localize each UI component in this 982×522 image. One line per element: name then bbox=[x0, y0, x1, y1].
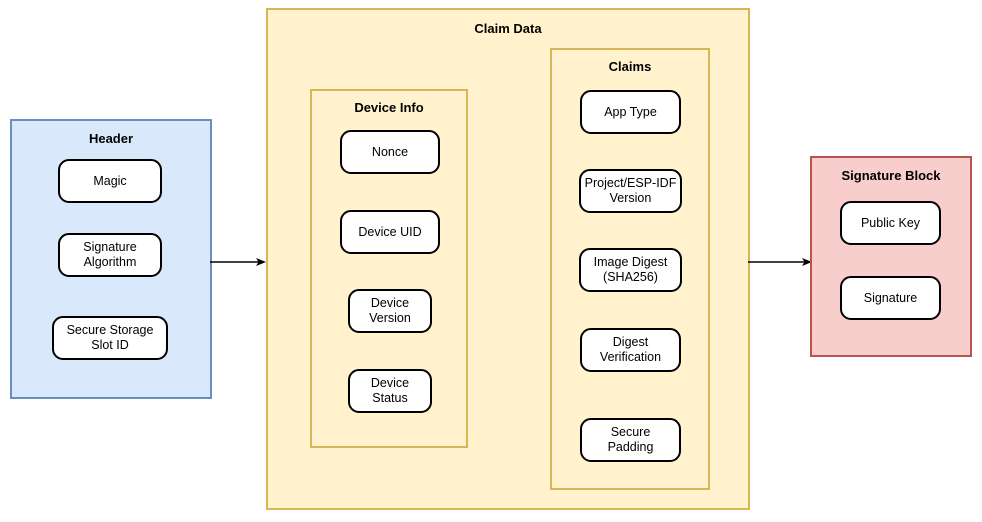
arrow-claim-data-to-signature-block bbox=[748, 258, 812, 266]
arrow-header-to-claim-data bbox=[210, 258, 266, 266]
signature-block-container-title: Signature Block bbox=[841, 168, 941, 183]
node-nonce[interactable]: Nonce bbox=[340, 130, 440, 174]
device-info-group-title: Device Info bbox=[354, 100, 424, 115]
node-magic-label: Magic bbox=[93, 173, 127, 188]
node-image-digest-sha256-label: Image Digest(SHA256) bbox=[593, 255, 668, 284]
node-magic[interactable]: Magic bbox=[58, 159, 162, 203]
claim-data-container-title: Claim Data bbox=[474, 21, 542, 36]
node-app-type-label: App Type bbox=[604, 104, 657, 119]
claims-group-title: Claims bbox=[608, 59, 652, 74]
header-container-title: Header bbox=[88, 131, 134, 146]
node-app-type[interactable]: App Type bbox=[580, 90, 681, 134]
node-nonce-label: Nonce bbox=[371, 144, 409, 159]
node-device-uid-label: Device UID bbox=[358, 224, 422, 239]
node-signature-label: Signature bbox=[863, 290, 918, 305]
signature-block-container[interactable]: Signature Block bbox=[810, 156, 972, 357]
node-image-digest-sha256[interactable]: Image Digest(SHA256) bbox=[579, 248, 682, 292]
node-public-key[interactable]: Public Key bbox=[840, 201, 941, 245]
node-device-uid[interactable]: Device UID bbox=[340, 210, 440, 254]
node-signature[interactable]: Signature bbox=[840, 276, 941, 320]
node-public-key-label: Public Key bbox=[860, 215, 921, 230]
